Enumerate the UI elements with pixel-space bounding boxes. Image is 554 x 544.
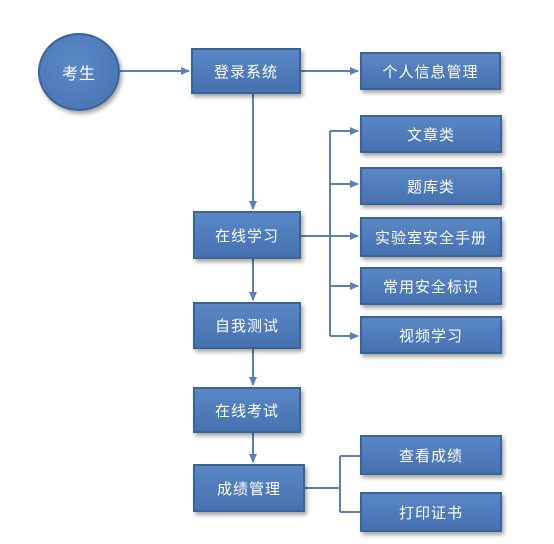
self-test-node: 自我测试 <box>193 302 301 349</box>
candidate-label: 考生 <box>61 64 96 83</box>
print-certificate-node: 打印证书 <box>360 492 502 532</box>
self-test-label: 自我测试 <box>214 317 279 335</box>
articles-label: 文章类 <box>406 125 455 144</box>
login-system-node: 登录系统 <box>191 48 301 94</box>
login-system-label: 登录系统 <box>213 62 278 81</box>
video-learning-label: 视频学习 <box>398 326 463 345</box>
personal-info-label: 个人信息管理 <box>382 62 479 81</box>
personal-info-node: 个人信息管理 <box>360 52 501 90</box>
score-management-label: 成绩管理 <box>216 479 281 498</box>
safety-signs-label: 常用安全标识 <box>382 277 479 296</box>
print-certificate-label: 打印证书 <box>398 503 463 522</box>
question-bank-node: 题库类 <box>360 167 502 205</box>
lab-safety-manual-label: 实验室安全手册 <box>374 228 487 247</box>
view-scores-label: 查看成绩 <box>398 446 463 465</box>
online-learning-label: 在线学习 <box>214 226 279 245</box>
articles-node: 文章类 <box>360 115 502 153</box>
safety-signs-node: 常用安全标识 <box>360 267 502 305</box>
question-bank-label: 题库类 <box>406 177 455 196</box>
score-management-node: 成绩管理 <box>193 464 305 512</box>
lab-safety-manual-node: 实验室安全手册 <box>360 217 502 257</box>
candidate-node: 考生 <box>38 33 120 111</box>
video-learning-node: 视频学习 <box>360 316 502 354</box>
online-learning-node: 在线学习 <box>193 211 301 259</box>
online-exam-node: 在线考试 <box>193 387 301 433</box>
online-exam-label: 在线考试 <box>214 401 279 420</box>
view-scores-node: 查看成绩 <box>360 435 502 475</box>
